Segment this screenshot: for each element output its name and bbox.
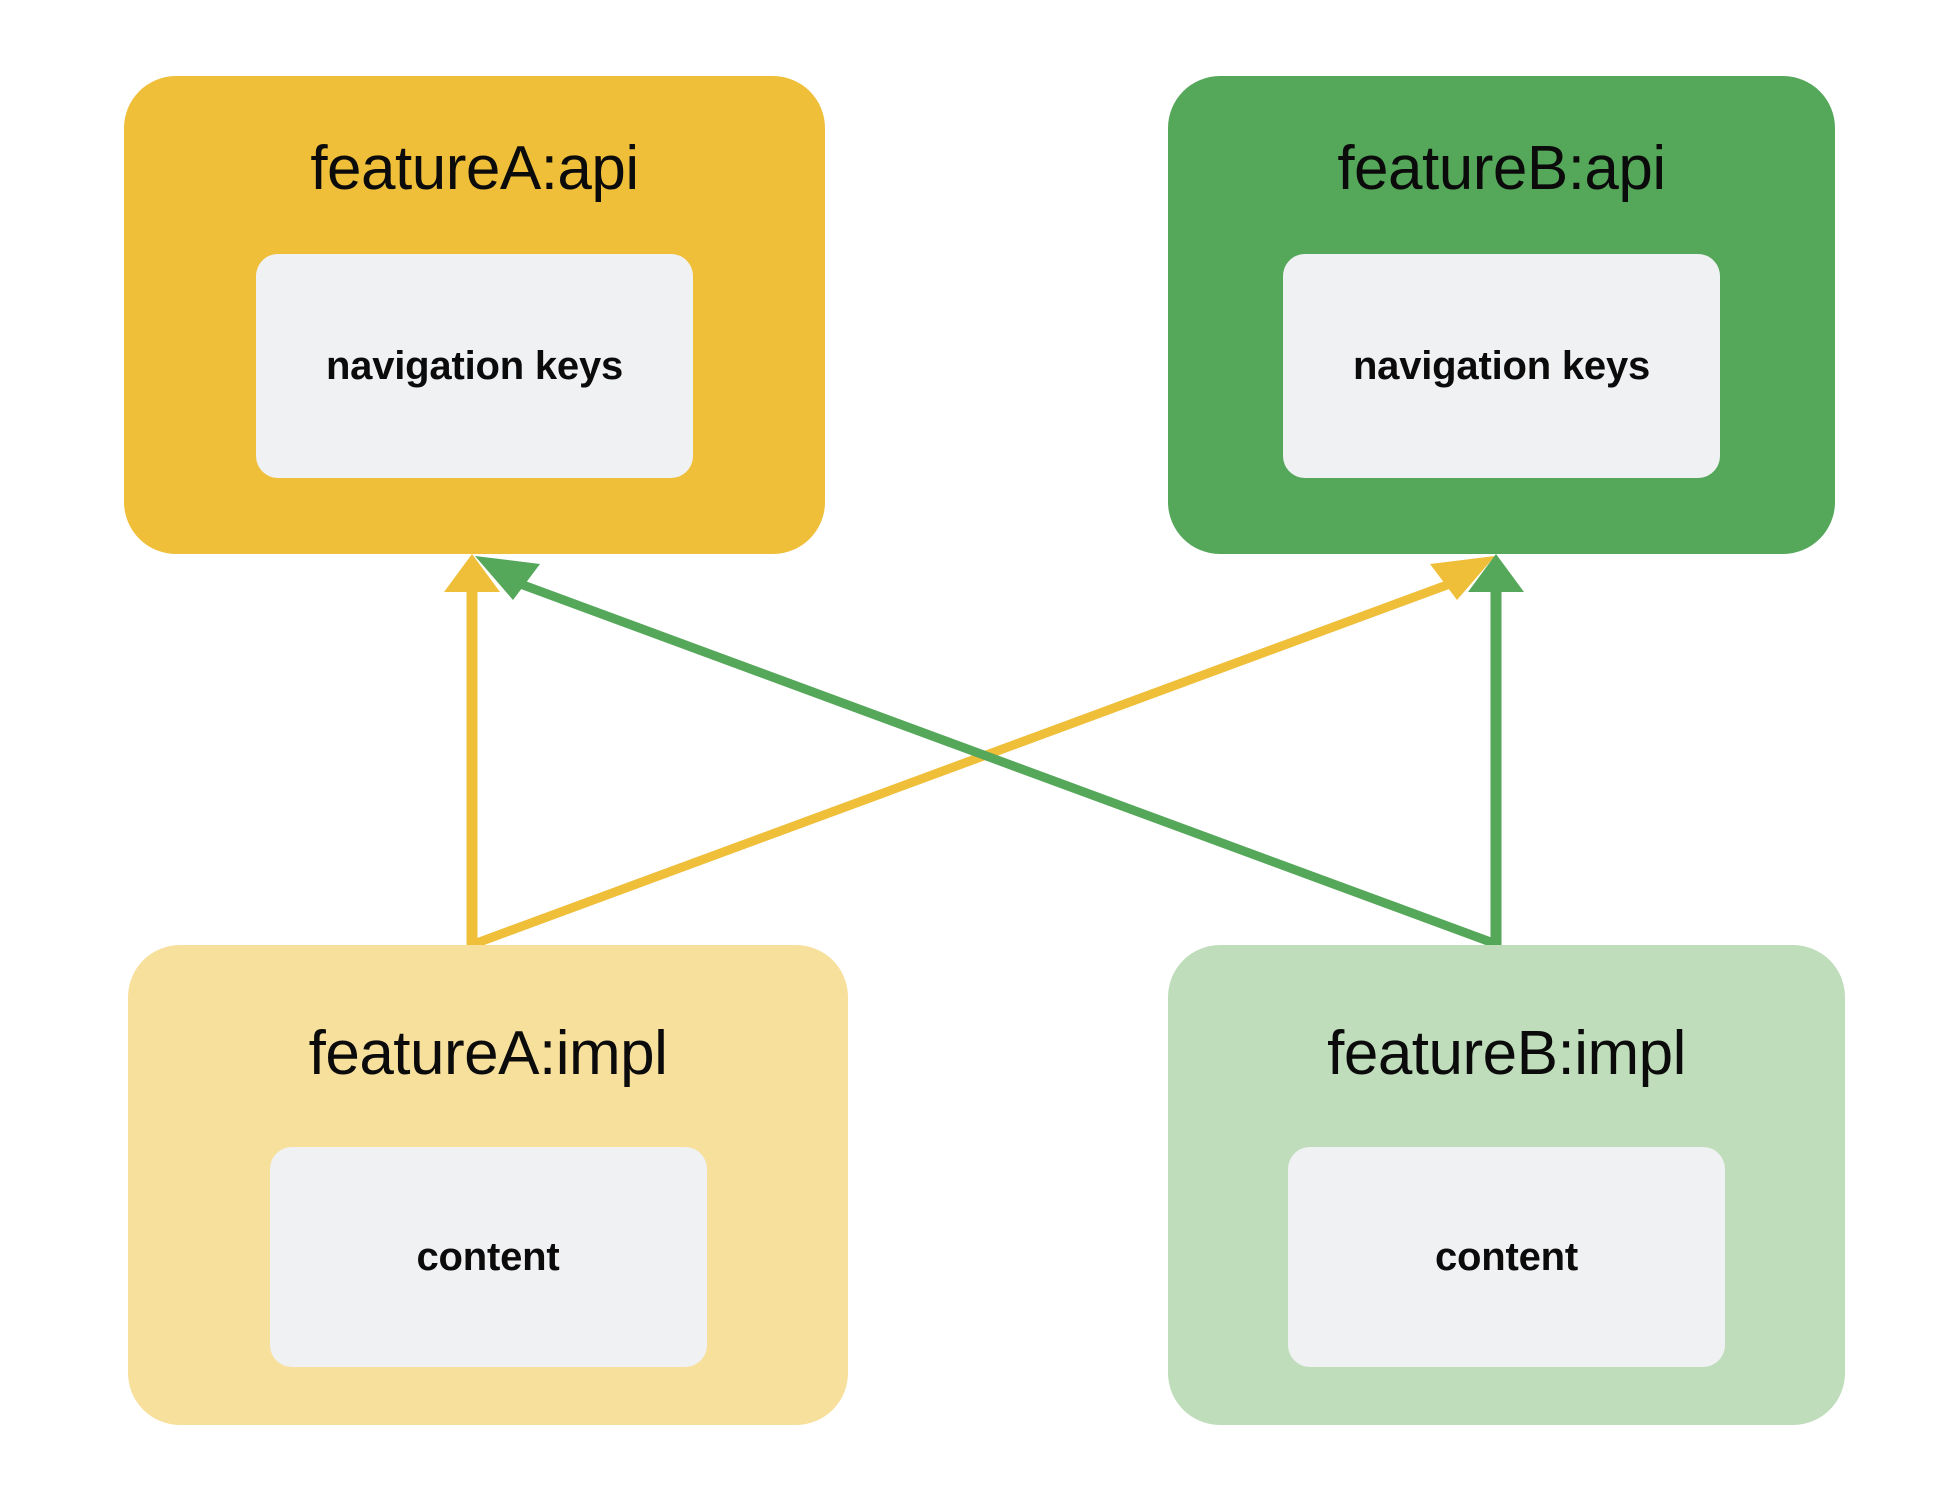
arrow-featureB-impl-to-featureA-api <box>475 556 1498 949</box>
arrow-featureA-impl-to-featureB-api <box>472 556 1495 949</box>
module-featureb-api[interactable]: featureB:api navigation keys <box>1168 76 1835 554</box>
arrow-featureA-impl-to-featureA-api <box>444 554 500 946</box>
module-featurea-impl[interactable]: featureA:impl content <box>128 945 848 1425</box>
module-featureb-impl[interactable]: featureB:impl content <box>1168 945 1845 1425</box>
module-featureb-api-inner-label: navigation keys <box>1352 343 1651 388</box>
module-featurea-impl-title: featureA:impl <box>308 1019 668 1088</box>
module-featurea-api-title: featureA:api <box>310 134 639 203</box>
module-featurea-api-inner-label: navigation keys <box>325 343 624 388</box>
module-featurea-impl-inner-label: content <box>416 1234 560 1279</box>
arrow-featureB-impl-to-featureB-api <box>1468 554 1524 946</box>
module-featureb-impl-title: featureB:impl <box>1327 1019 1686 1088</box>
module-featureb-api-title: featureB:api <box>1337 134 1666 203</box>
module-featureb-impl-inner-box[interactable]: content <box>1288 1147 1725 1367</box>
module-featureb-api-inner-box[interactable]: navigation keys <box>1283 254 1720 478</box>
module-featurea-api-inner-box[interactable]: navigation keys <box>256 254 693 478</box>
module-featurea-impl-inner-box[interactable]: content <box>269 1147 707 1367</box>
module-featureb-impl-inner-label: content <box>1434 1234 1579 1279</box>
module-featurea-api[interactable]: featureA:api navigation keys <box>124 76 825 554</box>
